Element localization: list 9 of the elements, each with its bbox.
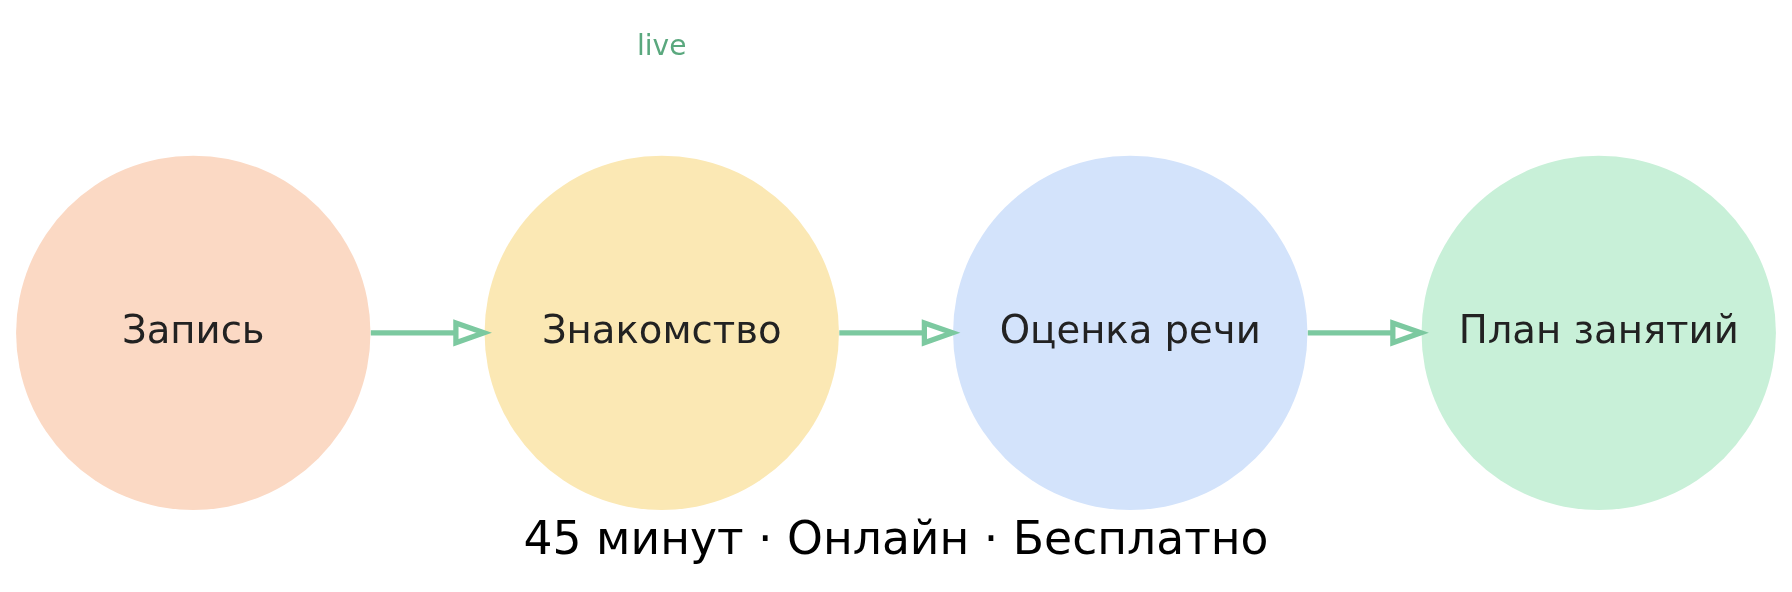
arrow [839,319,961,347]
node-circle: План занятий [1421,155,1776,511]
node-circle: Оценка речи [953,155,1308,511]
arrow [370,319,492,347]
caption: 45 минут · Онлайн · Бесплатно [523,511,1269,565]
node-circle: Знакомство [484,155,839,511]
node-circle: Запись [16,155,371,511]
arrow [1307,319,1429,347]
label: live [637,29,687,63]
